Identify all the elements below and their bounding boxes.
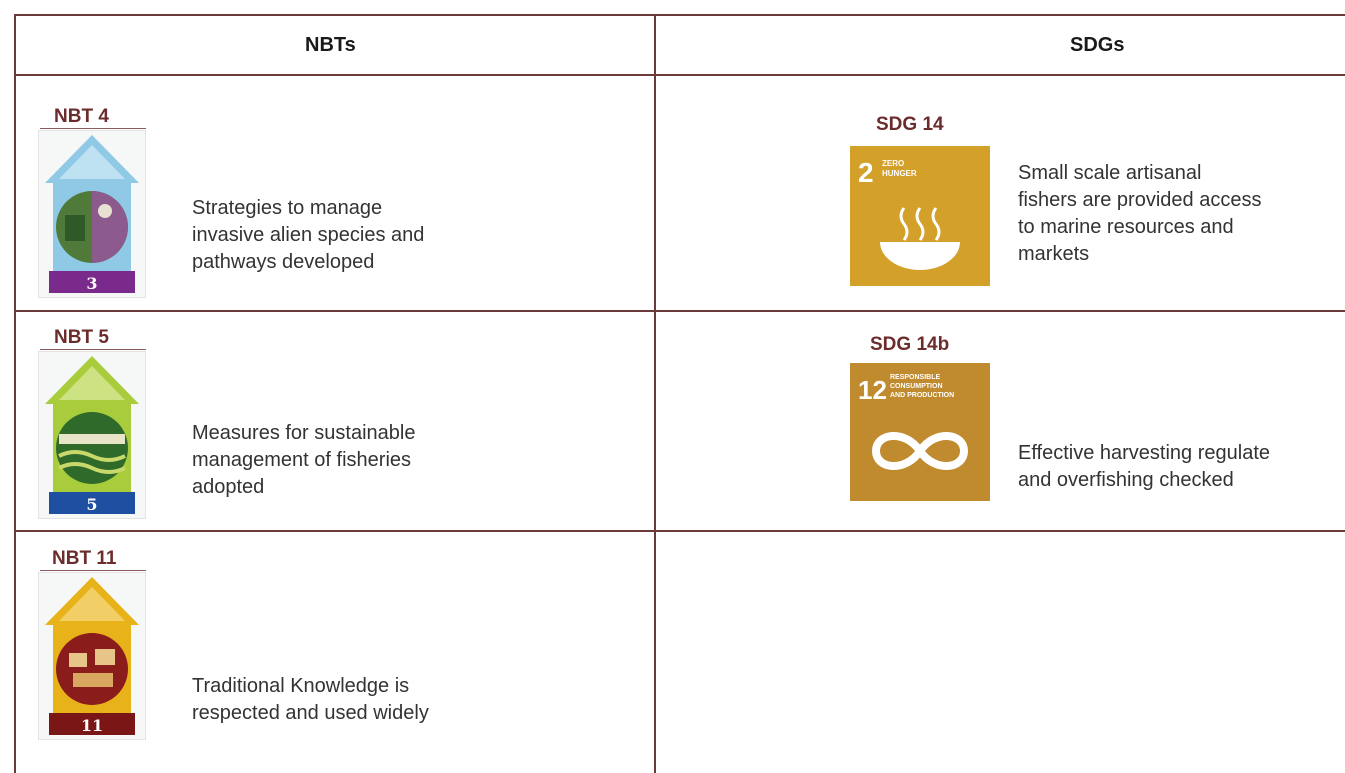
sdg-desc-line: fishers are provided access xyxy=(1018,189,1262,211)
nbt-label: NBT 5 xyxy=(54,327,109,348)
sdg-desc-line: Effective harvesting regulate xyxy=(1018,442,1271,464)
nbt-desc-line: respected and used widely xyxy=(192,702,429,724)
table-border-row1 xyxy=(14,310,1345,312)
nbt-5-icon: 5 xyxy=(38,351,146,519)
sdg-label: SDG 14 xyxy=(876,114,944,135)
sdg-label: SDG 14b xyxy=(870,334,950,355)
nbt-description: Traditional Knowledge is respected and u… xyxy=(192,673,429,727)
sdg-number: 12 xyxy=(858,375,887,405)
sdg-desc-line: Small scale artisanal xyxy=(1018,162,1202,184)
nbt-label: NBT 4 xyxy=(54,106,109,127)
nbt-badge-number: 11 xyxy=(81,716,103,735)
sdg-desc-line: and overfishing checked xyxy=(1018,469,1234,491)
sdg-12-responsible-consumption-icon: 12 RESPONSIBLE CONSUMPTION AND PRODUCTIO… xyxy=(850,363,990,506)
nbt-11-icon: 11 xyxy=(38,572,146,740)
sdg-description: Small scale artisanal fishers are provid… xyxy=(1018,160,1261,268)
table-border-row2 xyxy=(14,530,1345,532)
nbt-desc-line: adopted xyxy=(192,476,265,498)
sdg-description: Effective harvesting regulate and overfi… xyxy=(1018,440,1270,494)
table-border-left xyxy=(14,14,16,773)
table-border-header xyxy=(14,74,1345,76)
sdg-title-line: RESPONSIBLE xyxy=(890,374,941,381)
sdg-title-line: AND PRODUCTION xyxy=(890,392,954,399)
nbt-4-icon: 3 xyxy=(38,130,146,298)
nbt-desc-line: Traditional Knowledge is xyxy=(192,675,410,697)
sdg-title-line: CONSUMPTION xyxy=(890,383,943,390)
nbt-badge-number: 5 xyxy=(86,495,97,514)
nbt-description: Measures for sustainable management of f… xyxy=(192,420,415,501)
nbt-label-underline xyxy=(40,570,146,571)
nbt-badge-number: 3 xyxy=(86,274,97,293)
header-sdgs: SDGs xyxy=(1070,34,1125,56)
nbt-desc-line: pathways developed xyxy=(192,251,375,273)
header-nbts: NBTs xyxy=(305,34,356,56)
table-border-top xyxy=(14,14,1345,16)
nbt-label-underline xyxy=(40,349,146,350)
nbt-desc-line: invasive alien species and xyxy=(192,224,425,246)
sdg-title-line: HUNGER xyxy=(882,169,917,178)
sdg-desc-line: to marine resources and xyxy=(1018,216,1234,238)
nbt-desc-line: Strategies to manage xyxy=(192,197,383,219)
nbt-description: Strategies to manage invasive alien spec… xyxy=(192,195,424,276)
nbt-desc-line: Measures for sustainable xyxy=(192,422,416,444)
sdg-title-line: ZERO xyxy=(882,159,904,168)
sdg-2-zero-hunger-icon: 2 ZERO HUNGER xyxy=(850,146,990,291)
table-border-middle xyxy=(654,14,656,773)
nbt-label: NBT 11 xyxy=(52,548,117,569)
sdg-desc-line: markets xyxy=(1018,243,1090,265)
nbt-label-underline xyxy=(40,128,146,129)
nbt-desc-line: management of fisheries xyxy=(192,449,412,471)
sdg-number: 2 xyxy=(858,157,874,188)
